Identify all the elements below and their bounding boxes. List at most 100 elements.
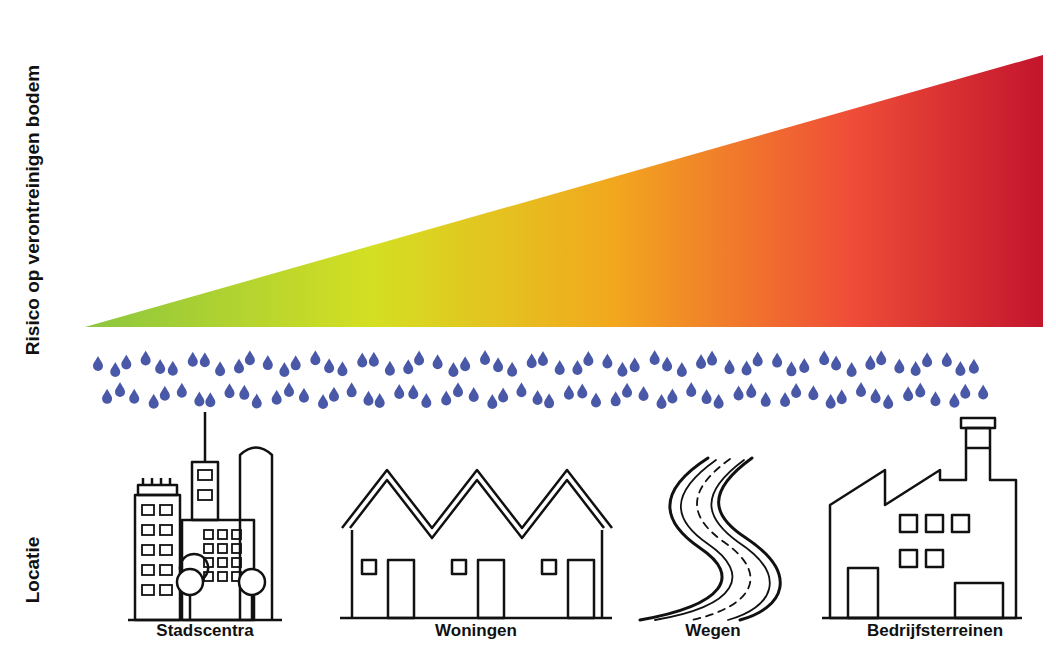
rain-drop [487, 394, 497, 409]
rain-drop [677, 362, 687, 377]
window [204, 572, 213, 581]
rain-drop [177, 383, 187, 398]
rain-drop [357, 352, 367, 367]
rain-drop [533, 390, 543, 405]
risk-wedge [85, 55, 1043, 327]
rain-drop [279, 362, 289, 377]
location-label: Bedrijfsterreinen [867, 622, 1003, 641]
rain-drop [903, 386, 913, 401]
rain-drop [453, 382, 463, 397]
houses-icon [340, 470, 612, 618]
rain-drop [761, 392, 771, 407]
rain-drop [168, 361, 178, 376]
rain-drop [847, 362, 857, 377]
rain-drop [780, 392, 790, 407]
rain-drop [329, 387, 339, 402]
rain-drop [746, 383, 756, 398]
rain-drop [831, 356, 841, 371]
rain-drop [955, 361, 965, 376]
rain-drop [707, 351, 717, 366]
rain-drop [583, 351, 593, 366]
window [232, 544, 241, 553]
rain-drop [129, 389, 139, 404]
rain-drop [915, 383, 925, 398]
rain-drop [414, 351, 424, 366]
rain-drop [194, 392, 204, 407]
rain-drop [245, 350, 255, 365]
rain-drop [622, 383, 632, 398]
rain-drop [403, 359, 413, 374]
rain-drop [469, 387, 479, 402]
rain-drop [572, 360, 582, 375]
rain-drop [149, 394, 159, 409]
window [142, 545, 154, 555]
rain-drop [922, 352, 932, 367]
rain-drop [856, 382, 866, 397]
location-label: Wegen [685, 622, 740, 641]
rain-drop [421, 393, 431, 408]
rain-drop [702, 389, 712, 404]
rain-drop [686, 382, 696, 397]
window [160, 545, 172, 555]
rain-drop [734, 385, 744, 400]
rain-drops [93, 350, 988, 409]
rain-drop [871, 388, 881, 403]
rain-drop [555, 360, 565, 375]
rain-drop [786, 361, 796, 376]
rain-drop [930, 391, 940, 406]
rain-drop [102, 389, 112, 404]
rain-drop [527, 353, 537, 368]
rain-drop [657, 394, 667, 409]
rain-drop [155, 359, 165, 374]
window [204, 530, 213, 539]
rain-drop [630, 357, 640, 372]
rain-drop [234, 358, 244, 373]
rain-drop [448, 362, 458, 377]
rain-drop [93, 356, 103, 371]
rain-drop [696, 354, 706, 369]
rain-drop [493, 357, 503, 372]
rain-drop [819, 350, 829, 365]
rain-drop [263, 355, 273, 370]
rain-drop [799, 358, 809, 373]
rain-drop [883, 394, 893, 409]
city-trees [177, 569, 265, 620]
rain-drop [408, 384, 418, 399]
window [204, 558, 213, 567]
rain-drop [369, 352, 379, 367]
rain-drop [538, 351, 548, 366]
window [160, 505, 172, 515]
rain-drop [284, 382, 294, 397]
rain-drop [978, 384, 988, 399]
rain-drop [650, 350, 660, 365]
rain-drop [960, 384, 970, 399]
rain-drop [272, 390, 282, 405]
rain-drop [611, 391, 621, 406]
rain-drop [385, 361, 395, 376]
rain-drop [337, 361, 347, 376]
rain-drop [252, 393, 262, 408]
rain-drop [667, 388, 677, 403]
window [232, 558, 241, 567]
rain-drop [837, 389, 847, 404]
rain-drop [791, 383, 801, 398]
rain-drop [564, 385, 574, 400]
window [218, 558, 227, 567]
rain-drop [544, 393, 554, 408]
rain-drop [205, 392, 215, 407]
rain-drop [363, 391, 373, 406]
rain-drop [865, 355, 875, 370]
window [198, 470, 212, 480]
rain-drop [291, 355, 301, 370]
rain-drop [115, 382, 125, 397]
window [218, 530, 227, 539]
rain-drop [480, 350, 490, 365]
rain-drop [394, 384, 404, 399]
rain-drop [141, 350, 151, 365]
factory-icon [822, 418, 1022, 618]
rain-drop [942, 352, 952, 367]
rain-drop [498, 388, 508, 403]
rain-drop [577, 383, 587, 398]
